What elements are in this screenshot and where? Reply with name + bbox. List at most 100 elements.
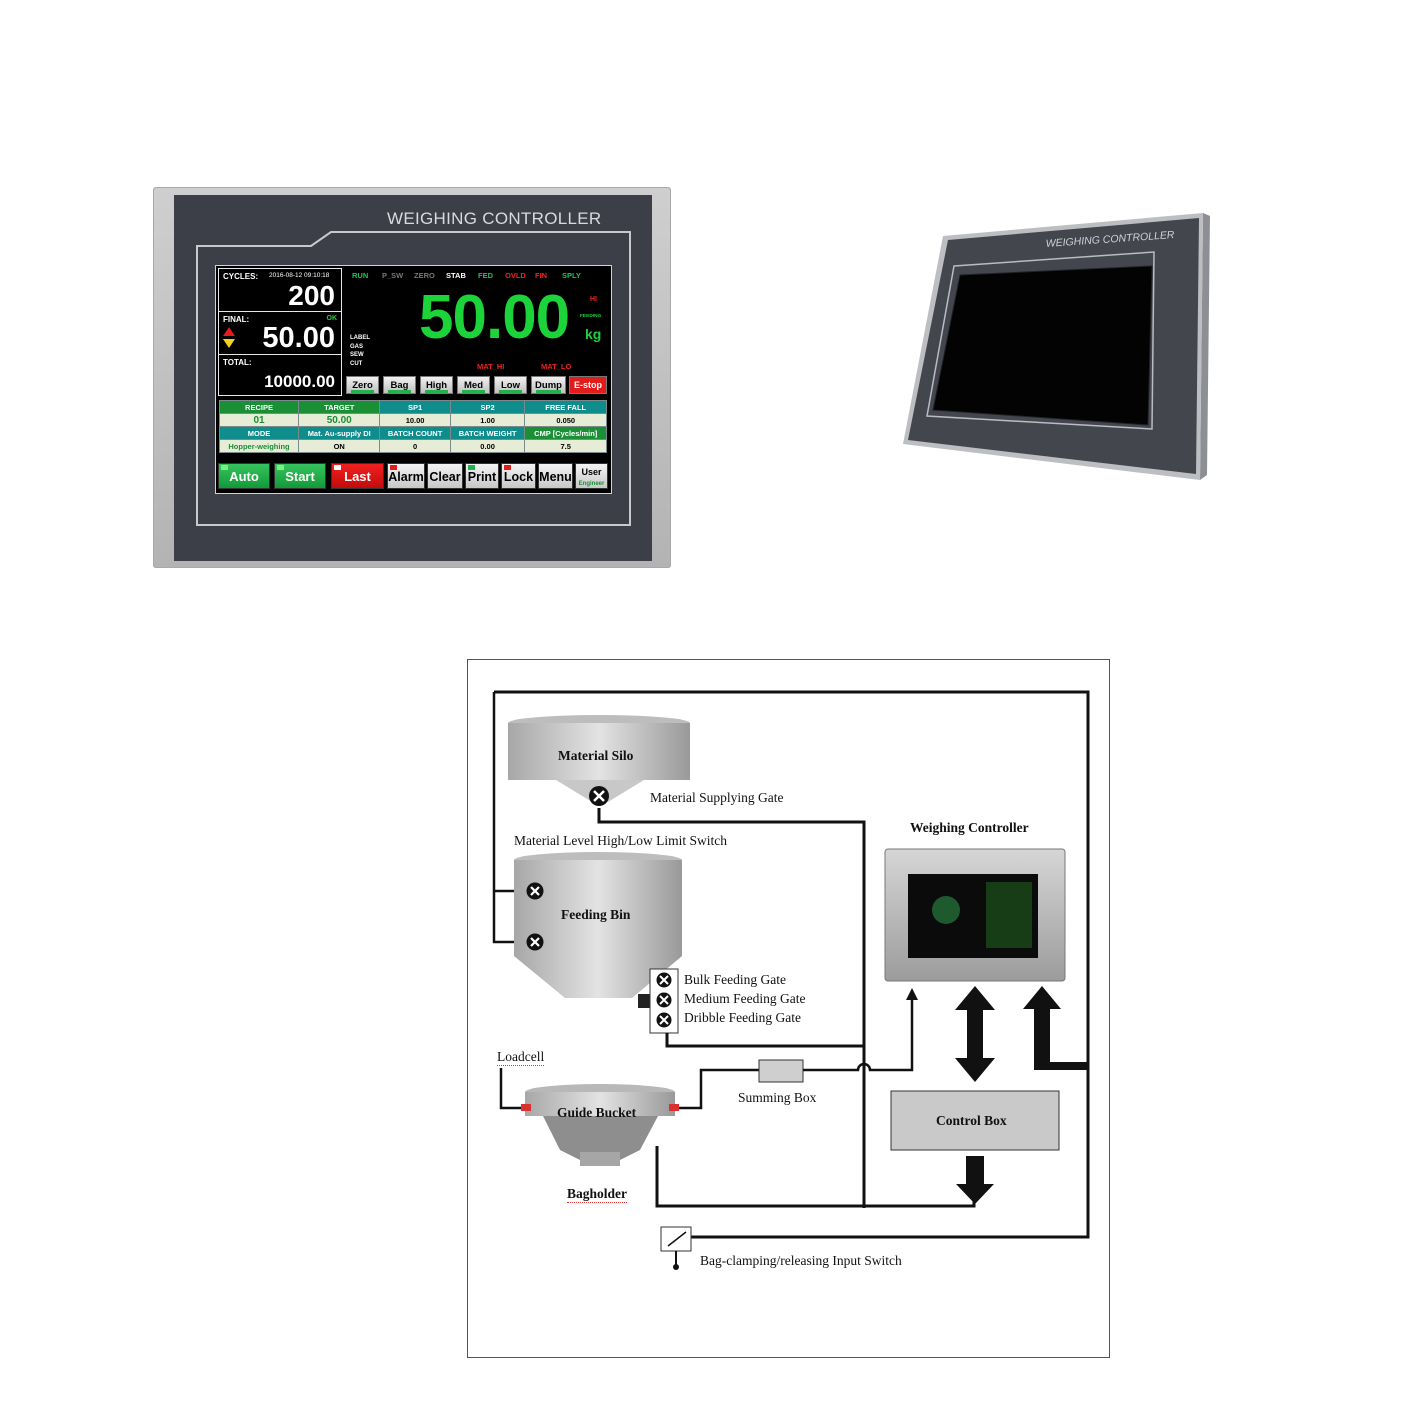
sp2-value[interactable]: 1.00: [449, 413, 526, 427]
table-header: BATCH COUNT: [379, 426, 451, 440]
level-low-switch-icon: [526, 933, 544, 951]
medium-gate-label: Medium Feeding Gate: [684, 991, 806, 1006]
target-value[interactable]: 50.00: [298, 413, 381, 427]
user-role: Engineer: [578, 481, 605, 487]
table-row: 01 50.00 10.00 1.00 0.050: [218, 413, 607, 427]
menu-button[interactable]: Menu: [538, 463, 573, 489]
cycles-label: CYCLES:: [223, 272, 259, 281]
arrow-up-icon: [1023, 986, 1088, 1070]
weight-display: 50.00: [419, 283, 570, 352]
summing-box: [758, 1059, 804, 1083]
bag-button[interactable]: Bag: [383, 376, 416, 394]
wire-bagholder: [655, 1146, 976, 1208]
table-header: BATCH WEIGHT: [449, 426, 526, 440]
touch-screen[interactable]: CYCLES: 2016-08-12 09:10:18 200 FINAL: O…: [215, 265, 612, 494]
dribble-gate-label: Dribble Feeding Gate: [684, 1010, 801, 1025]
total-value: 10000.00: [264, 372, 335, 391]
wire-feeding-gates: [665, 1033, 864, 1048]
high-button[interactable]: High: [420, 376, 453, 394]
user-label: User: [581, 467, 602, 477]
summing-box-label: Summing Box: [738, 1090, 817, 1105]
gas-output: GAS: [350, 343, 364, 350]
low-button[interactable]: Low: [494, 376, 527, 394]
weighing-controller-front: WEIGHING CONTROLLER CYCLES: 2016-08-12 0…: [153, 187, 671, 568]
table-row: MODE Mat. Au-supply DI BATCH COUNT BATCH…: [218, 426, 607, 440]
angled-device-image: WEIGHING CONTROLLER: [903, 213, 1210, 480]
bezel-frame-outline: [196, 231, 631, 526]
wire-summing-to-controller: [803, 996, 914, 1072]
table-header: CMP [Cycles/min]: [524, 426, 607, 440]
feeding-indicator: FEEDING: [580, 314, 602, 319]
material-silo-label: Material Silo: [558, 748, 634, 763]
print-button[interactable]: Print: [465, 463, 499, 489]
batch-count-value: 0: [379, 439, 451, 453]
med-button[interactable]: Med: [457, 376, 490, 394]
zero-button[interactable]: Zero: [346, 376, 379, 394]
material-silo-body: [508, 723, 690, 780]
loadcell-label: Loadcell: [497, 1049, 545, 1066]
gate-actuator: [638, 994, 652, 1008]
table-header: FREE FALL: [524, 400, 607, 414]
last-button[interactable]: Last: [331, 463, 384, 489]
recipe-value[interactable]: 01: [218, 413, 300, 427]
feeding-bin-body: [514, 860, 682, 998]
output-labels: LABEL GAS SEW CUT: [350, 334, 370, 368]
parameter-table: RECIPE TARGET SP1 SP2 FREE FALL 01 50.00…: [218, 400, 607, 453]
bagholder-label: Bagholder: [567, 1186, 628, 1203]
auto-supply-value[interactable]: ON: [298, 439, 381, 453]
sp1-value[interactable]: 10.00: [379, 413, 451, 427]
cycles-value: 200: [288, 280, 335, 311]
bagholder-outlet: [580, 1152, 620, 1166]
auto-button[interactable]: Auto: [218, 463, 270, 489]
hi-indicator: HI: [590, 296, 597, 303]
supply-gate-icon: [589, 786, 609, 806]
level-switch-label: Material Level High/Low Limit Switch: [514, 833, 727, 848]
wire-supply-gate: [597, 808, 866, 1208]
status-flag: RUN: [352, 271, 369, 280]
control-box: [890, 1090, 1060, 1151]
total-panel: TOTAL: 10000.00: [218, 354, 342, 396]
cycles-panel: CYCLES: 2016-08-12 09:10:18 200: [218, 268, 342, 312]
level-high-switch-icon: [526, 882, 544, 900]
mat-hi-indicator: MAT_HI: [477, 362, 505, 371]
diagram-graphics: [492, 690, 1090, 1270]
status-flag: SPLY: [562, 271, 581, 280]
mat-lo-indicator: MAT_LO: [541, 362, 572, 371]
loadcell-left: [521, 1104, 531, 1111]
datetime: 2016-08-12 09:10:18: [269, 272, 330, 279]
control-box-label: Control Box: [936, 1113, 1007, 1128]
brand-label: WEIGHING CONTROLLER: [387, 209, 602, 228]
bulk-gate-icon: [656, 972, 672, 988]
e-stop-button[interactable]: E-stop: [569, 376, 607, 394]
bag-switch-label: Bag-clamping/releasing Input Switch: [700, 1253, 902, 1268]
batch-weight-value: 0.00: [449, 439, 526, 453]
status-flag: P_SW: [382, 271, 404, 280]
table-header: MODE: [218, 426, 300, 440]
status-flag: FIN: [535, 271, 548, 280]
user-button[interactable]: User Engineer: [575, 463, 608, 489]
unit-label: kg: [585, 326, 602, 342]
system-diagram: Material Silo Material Supplying Gate Ma…: [467, 659, 1110, 1358]
free-fall-value[interactable]: 0.050: [524, 413, 607, 427]
status-flag: OVLD: [505, 271, 526, 280]
lock-button[interactable]: Lock: [501, 463, 536, 489]
arrow-up-small-icon: [906, 988, 918, 1000]
loadcell-right: [669, 1104, 679, 1111]
dump-button[interactable]: Dump: [531, 376, 566, 394]
clear-button[interactable]: Clear: [427, 463, 463, 489]
table-header: SP1: [379, 400, 451, 414]
start-button[interactable]: Start: [274, 463, 326, 489]
weighing-controller-label: Weighing Controller: [910, 820, 1029, 835]
table-row: Hopper-weighing ON 0 0.00 7.5: [218, 439, 607, 453]
supply-gate-label: Material Supplying Gate: [650, 790, 784, 805]
mode-value[interactable]: Hopper-weighing: [218, 439, 300, 453]
table-header: SP2: [449, 400, 526, 414]
alarm-button[interactable]: Alarm: [387, 463, 425, 489]
medium-gate-icon: [656, 992, 672, 1008]
arrow-down-icon: [956, 1156, 994, 1204]
status-flag: ZERO: [414, 271, 435, 280]
final-value: 50.00: [262, 322, 335, 354]
bagholder-body: [543, 1116, 658, 1160]
dribble-gate-icon: [656, 1012, 672, 1028]
